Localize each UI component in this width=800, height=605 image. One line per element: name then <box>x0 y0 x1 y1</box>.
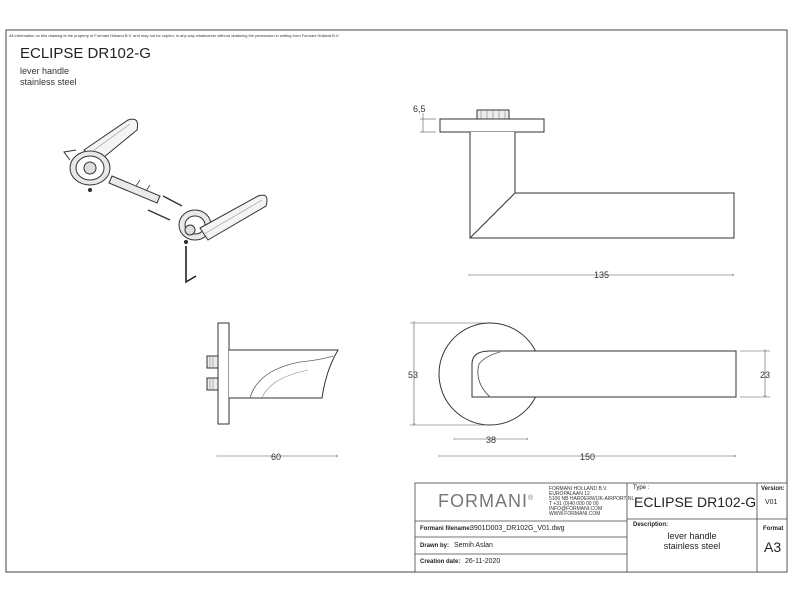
description-label: Description: <box>633 522 669 528</box>
dim-side-width: 60 <box>271 452 282 462</box>
version-value: V01 <box>765 499 778 506</box>
format-label: Format <box>763 526 784 532</box>
dim-lever-height: 23 <box>760 370 771 380</box>
dim-top-width: 135 <box>594 270 610 280</box>
front-view <box>410 323 770 456</box>
dim-rose-diameter: 53 <box>408 370 419 380</box>
exploded-view <box>63 118 268 284</box>
version-label: Version: <box>761 486 785 492</box>
type-label: Type : <box>633 485 650 491</box>
drawing-subtitle-1: lever handle <box>20 66 70 76</box>
formani-logo: FORMANI® <box>438 491 535 511</box>
drawing-title: ECLIPSE DR102-G <box>20 45 151 62</box>
type-value: ECLIPSE DR102-G <box>634 494 757 510</box>
sheet-border <box>5 29 788 573</box>
filename-label: Formani filename: <box>420 526 472 532</box>
property-notice: All information on this drawing is the p… <box>9 33 340 38</box>
company-address: FORMANI HOLLAND B.V. EUROPALAAN 12 5106 … <box>549 486 635 517</box>
title-block <box>414 482 788 573</box>
dim-rose-offset: 38 <box>486 435 497 445</box>
filename-value: 3901D003_DR102G_V01.dwg <box>470 525 565 532</box>
creation-date-value: 26-11-2020 <box>465 558 501 565</box>
creation-date-label: Creation date: <box>420 559 461 565</box>
drawing-subtitle-2: stainless steel <box>20 77 77 87</box>
description-value: lever handle stainless steel <box>663 531 721 551</box>
drawn-by-label: Drawn by: <box>420 543 450 549</box>
side-view <box>206 322 339 456</box>
drawn-by-value: Semih Aslan <box>454 542 493 549</box>
dim-rose-thickness: 6,5 <box>413 104 426 114</box>
dim-front-width: 150 <box>580 452 596 462</box>
format-value: A3 <box>764 539 782 555</box>
top-view <box>420 109 735 275</box>
